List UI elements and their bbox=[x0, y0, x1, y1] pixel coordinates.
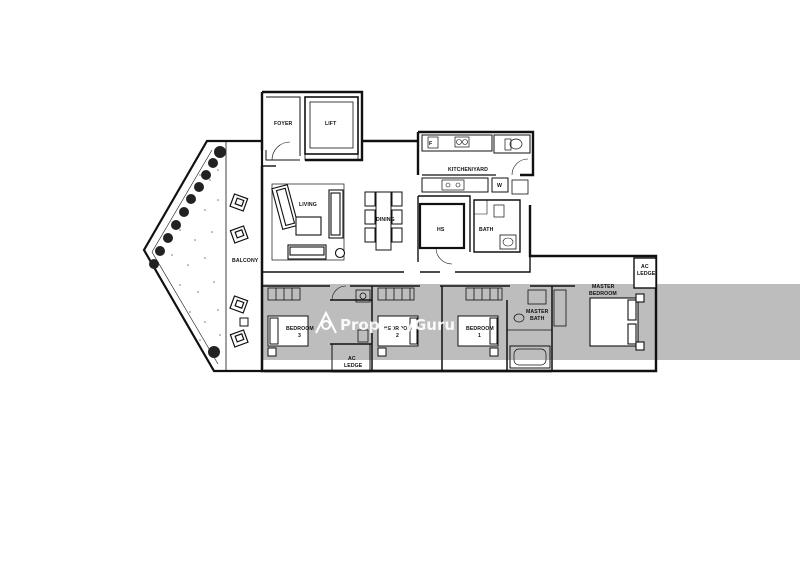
master-bath-label-1: MASTER bbox=[526, 309, 549, 315]
ac-ledge-bottom-label-2: LEDGE bbox=[344, 363, 363, 369]
shrubs bbox=[149, 146, 226, 358]
shared-bath-fixtures bbox=[331, 285, 371, 343]
living-sofa-set bbox=[271, 183, 346, 261]
living-label: LIVING bbox=[299, 202, 317, 208]
master-bedroom-label-1: MASTER bbox=[592, 284, 615, 290]
bedroom-zone-walls bbox=[262, 285, 575, 371]
balcony-chairs bbox=[229, 193, 249, 348]
watermark-text: PropertyGuru bbox=[340, 316, 455, 334]
living-dining-walls bbox=[262, 165, 531, 273]
bedroom-1-label: BEDROOM bbox=[466, 326, 494, 332]
ac-ledge-right-label-2: LEDGE bbox=[637, 271, 656, 277]
household-shelter bbox=[418, 202, 466, 265]
watermark: PropertyGuru bbox=[315, 310, 455, 334]
ac-ledge-right bbox=[633, 257, 657, 289]
bedroom-beds bbox=[267, 315, 499, 357]
bedroom-2-number: 2 bbox=[396, 333, 399, 339]
ac-ledge-bottom bbox=[331, 344, 371, 373]
master-bed bbox=[589, 293, 645, 351]
watermark-logo-icon bbox=[315, 310, 337, 334]
bedroom-3-number: 3 bbox=[298, 333, 301, 339]
dining-table-set bbox=[364, 191, 403, 251]
bedroom-3-label: BEDROOM bbox=[286, 326, 314, 332]
bedroom-2-label: BEDROOM bbox=[384, 326, 412, 332]
lift-label: LIFT bbox=[325, 121, 337, 127]
common-bath bbox=[473, 199, 521, 253]
washer-mark: W bbox=[497, 183, 502, 189]
master-bath-label-2: BATH bbox=[530, 316, 545, 322]
ac-ledge-right-label-1: AC bbox=[641, 264, 649, 270]
balcony-label: BALCONY bbox=[232, 258, 259, 264]
kitchen-yard bbox=[417, 134, 531, 262]
foyer-label: FOYER bbox=[274, 121, 293, 127]
foyer-lift-block bbox=[265, 96, 359, 161]
master-bath bbox=[507, 289, 552, 369]
kitchen-yard-label: KITCHEN/YARD bbox=[448, 167, 488, 173]
balcony-side-table bbox=[239, 317, 249, 327]
wardrobes bbox=[267, 287, 567, 327]
fridge-mark: F bbox=[429, 141, 432, 147]
hs-label: HS bbox=[437, 227, 445, 233]
bedroom-1-number: 1 bbox=[478, 333, 481, 339]
planter-pattern bbox=[171, 169, 221, 351]
dining-label: DINING bbox=[376, 217, 395, 223]
watermark-band bbox=[262, 284, 800, 360]
master-bedroom-label-2: BEDROOM bbox=[589, 291, 617, 297]
bath-label: BATH bbox=[479, 227, 494, 233]
ac-ledge-bottom-label-1: AC bbox=[348, 356, 356, 362]
